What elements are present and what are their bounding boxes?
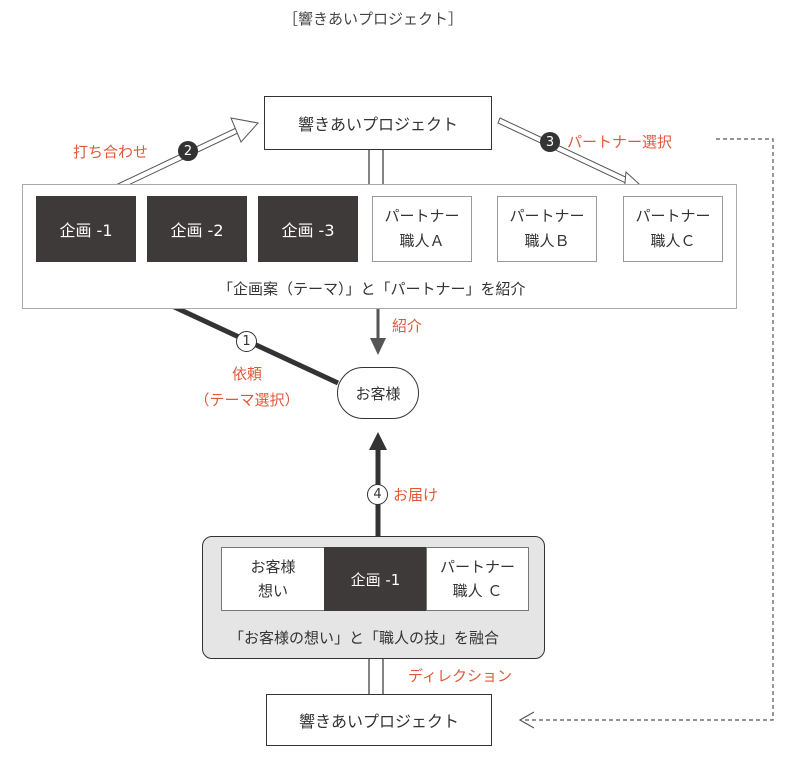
partner-b: パートナー 職人Ｂ bbox=[497, 196, 597, 262]
partner-c: パートナー 職人Ｃ bbox=[623, 196, 723, 262]
intro-label: 紹介 bbox=[392, 317, 423, 335]
page-title: ［響きあいプロジェクト］ bbox=[283, 10, 464, 28]
project-node-top: 響きあいプロジェクト bbox=[264, 96, 492, 150]
step-2-badge: 2 bbox=[178, 141, 198, 161]
dashed-loop bbox=[522, 138, 774, 721]
dashed-loop-head bbox=[518, 711, 535, 729]
delivery-label: お届け bbox=[393, 486, 439, 504]
meeting-label: 打ち合わせ bbox=[73, 143, 149, 161]
direction-label: ディレクション bbox=[408, 667, 512, 685]
step-1-badge: 1 bbox=[236, 331, 257, 352]
partner-a: パートナー 職人Ａ bbox=[372, 196, 472, 262]
step-3-badge: 3 bbox=[540, 132, 560, 152]
plan-2: 企画 -2 bbox=[147, 196, 247, 262]
intro-arrow-head bbox=[370, 338, 386, 355]
delivery-arrow-head bbox=[369, 432, 387, 450]
fusion-caption: 「お客様の想い」と「職人の技」を融合 bbox=[229, 629, 500, 647]
intro-caption: 「企画案（テーマ）」と「パートナー」を紹介 bbox=[218, 280, 526, 298]
request-label: 依頼 （テーマ選択） bbox=[194, 365, 300, 409]
step-4-badge: 4 bbox=[367, 484, 388, 505]
plan-1: 企画 -1 bbox=[36, 196, 136, 262]
customer-node: お客様 bbox=[337, 367, 419, 419]
fusion-plan: 企画 -1 bbox=[324, 547, 427, 611]
fusion-partner: パートナー 職人 Ｃ bbox=[426, 547, 529, 611]
fusion-customer-wish: お客様 想い bbox=[221, 547, 325, 611]
project-node-bottom: 響きあいプロジェクト bbox=[266, 694, 492, 746]
partner-select-label: パートナー選択 bbox=[567, 133, 673, 151]
plan-3: 企画 -3 bbox=[258, 196, 358, 262]
